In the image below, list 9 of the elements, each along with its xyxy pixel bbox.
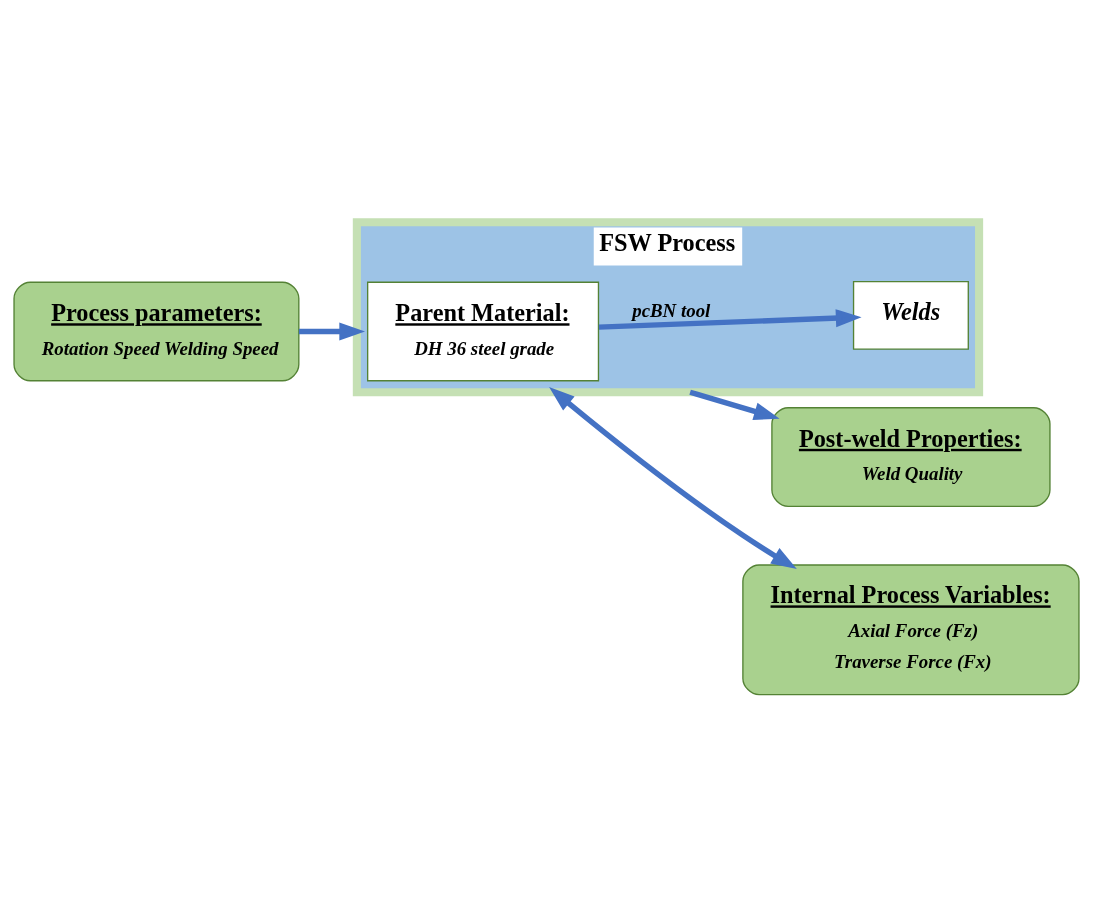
node-box: Welds [852,280,969,350]
arrow [598,309,862,330]
edge-label: pcBN tool [632,299,711,321]
node-box: Post-weld Properties: Weld Quality [771,407,1051,507]
node-box: Process parameters: Rotation Speed Welding Speed [13,281,300,382]
node-box: Parent Material: DH 36 steel grade [367,281,600,382]
arrow [549,387,797,570]
arrow [298,322,366,341]
node-box: Internal Process Variables: Axial Force (Fz) Traverse Force (Fx) [742,564,1080,696]
